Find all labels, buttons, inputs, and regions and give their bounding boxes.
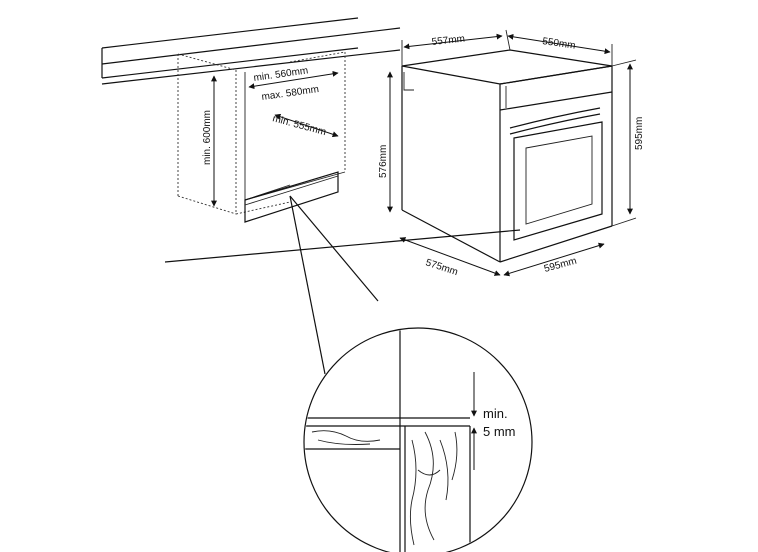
- label-gap-value: 5 mm: [483, 424, 516, 439]
- label-min-height: min. 600mm: [202, 110, 213, 165]
- cabinet-dimension-arrows: [211, 70, 339, 207]
- oven-dimension-arrows: [387, 29, 637, 277]
- detail-callout: [289, 195, 533, 552]
- label-oven-top-depth: 557mm: [431, 34, 465, 48]
- detail-magnified: [305, 329, 477, 552]
- label-gap-min: min.: [483, 406, 508, 421]
- label-oven-bottom-width: 595mm: [543, 256, 578, 275]
- label-oven-bottom-depth: 575mm: [424, 257, 459, 278]
- label-oven-front-height: 595mm: [634, 117, 645, 150]
- label-min-depth: min. 555mm: [271, 113, 327, 138]
- label-max-width: max. 580mm: [261, 84, 320, 103]
- cabinet-outline: [101, 17, 521, 263]
- label-min-width: min. 560mm: [253, 65, 309, 84]
- label-oven-top-width: 550mm: [542, 36, 577, 52]
- label-oven-height: 576mm: [378, 145, 389, 178]
- oven-outline: [401, 49, 613, 263]
